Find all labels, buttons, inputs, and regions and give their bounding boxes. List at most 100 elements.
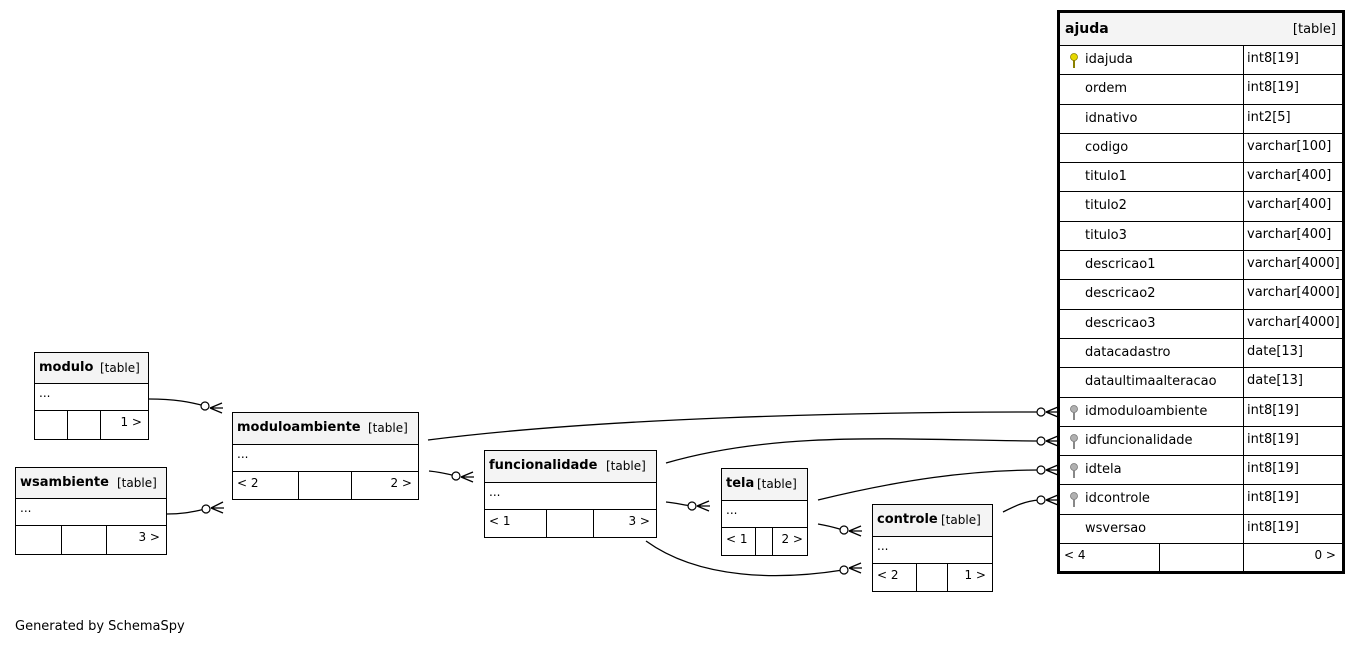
edge-crowfoot-marker — [1045, 464, 1059, 476]
column-type-cell: varchar[100] — [1244, 134, 1342, 162]
table-header[interactable]: ajuda [table] — [1060, 13, 1342, 46]
table-kind: [table] — [757, 477, 797, 491]
column-name-cell: idmoduloambiente — [1060, 397, 1244, 426]
child-count-label: 2 > — [781, 532, 803, 546]
column-type-cell: varchar[400] — [1244, 222, 1342, 250]
column-name: idajuda — [1085, 52, 1133, 67]
table-columns-collapsed: ... — [722, 501, 807, 528]
column-name: ordem — [1085, 81, 1127, 97]
table-name: tela — [726, 476, 755, 491]
column-type-cell: varchar[4000] — [1244, 280, 1342, 308]
child-count-label: 1 > — [964, 568, 986, 582]
column-name-cell: idcontrole — [1060, 485, 1244, 514]
child-count[interactable]: 0 > — [1244, 544, 1342, 571]
table-header[interactable]: moduloambiente [table] — [233, 413, 418, 445]
column-type: int8[19] — [1247, 51, 1299, 66]
edge-controle-ajuda — [1002, 499, 1040, 513]
table-header[interactable]: tela [table] — [722, 469, 807, 501]
column-type: varchar[400] — [1247, 197, 1332, 213]
table-footer: < 1 2 > — [722, 528, 807, 555]
child-count[interactable]: 3 > — [107, 526, 166, 554]
table-header[interactable]: funcionalidade [table] — [485, 451, 656, 483]
edge-wsambiente-moduloambiente — [166, 508, 207, 515]
column-row[interactable]: idfuncionalidade int8[19] — [1060, 426, 1342, 457]
table-header[interactable]: modulo [table] — [35, 353, 148, 384]
edge-crowfoot-marker — [1045, 406, 1059, 418]
column-name-cell: descricao1 — [1060, 251, 1244, 280]
parent-count[interactable]: < 4 — [1060, 544, 1160, 572]
table-name: funcionalidade — [489, 458, 598, 473]
edge-crowfoot-marker — [1045, 435, 1059, 447]
parent-count[interactable]: < 1 — [485, 510, 547, 537]
table-name: modulo — [39, 360, 94, 375]
parent-count[interactable] — [16, 526, 62, 554]
column-type: varchar[400] — [1247, 226, 1332, 242]
column-name-cell: codigo — [1060, 133, 1244, 163]
child-count[interactable]: 3 > — [594, 510, 656, 537]
column-type-cell: int8[19] — [1244, 427, 1342, 455]
edge-crowfoot-marker — [848, 525, 862, 537]
column-type: date[13] — [1247, 373, 1303, 389]
table-footer: 1 > — [35, 411, 148, 439]
table-kind: [table] — [100, 361, 140, 375]
edge-crowfoot-marker — [848, 562, 862, 574]
table-controle[interactable]: controle [table] ... < 2 1 > — [872, 504, 993, 592]
column-row[interactable]: idajuda int8[19] — [1060, 46, 1342, 76]
parent-count-label: < 2 — [237, 476, 259, 490]
generator-credit: Generated by SchemaSpy — [15, 619, 185, 634]
table-moduloambiente[interactable]: moduloambiente [table] ... < 2 2 > — [232, 412, 419, 500]
table-kind: [table] — [368, 421, 408, 435]
edge-optional-marker — [1036, 495, 1046, 505]
child-count[interactable]: 2 > — [773, 528, 807, 555]
edge-crowfoot-marker — [1045, 494, 1059, 506]
column-name-cell: titulo1 — [1060, 163, 1244, 192]
table-modulo[interactable]: modulo [table] ... 1 > — [34, 352, 149, 440]
edge-optional-marker — [1036, 436, 1046, 446]
column-name-cell: idajuda — [1060, 46, 1244, 75]
table-columns-collapsed: ... — [485, 483, 656, 510]
edge-modulo-moduloambiente — [148, 398, 206, 407]
child-count[interactable]: 2 > — [352, 472, 418, 499]
ellipsis: ... — [39, 386, 51, 400]
table-funcionalidade[interactable]: funcionalidade [table] ... < 1 3 > — [484, 450, 657, 538]
column-type: varchar[4000] — [1247, 285, 1340, 301]
footer-spacer — [756, 528, 773, 555]
parent-count[interactable] — [35, 411, 68, 439]
edge-funcionalidade-ajuda — [665, 438, 1040, 464]
table-header[interactable]: wsambiente [table] — [16, 468, 166, 499]
child-count[interactable]: 1 > — [948, 564, 992, 591]
column-name-cell: wsversao — [1060, 514, 1244, 544]
child-count[interactable]: 1 > — [101, 411, 148, 439]
parent-count[interactable]: < 1 — [722, 528, 756, 555]
parent-count[interactable]: < 2 — [873, 564, 917, 591]
column-name: idfuncionalidade — [1085, 432, 1193, 448]
column-name-cell: ordem — [1060, 75, 1244, 104]
foreign-key-icon — [1070, 463, 1078, 479]
column-name-cell: titulo2 — [1060, 192, 1244, 221]
column-type: varchar[400] — [1247, 168, 1332, 184]
table-columns-collapsed: ... — [873, 537, 992, 564]
table-header[interactable]: controle [table] — [873, 505, 992, 537]
column-type: varchar[100] — [1247, 138, 1332, 154]
table-name: ajuda — [1065, 21, 1109, 37]
table-wsambiente[interactable]: wsambiente [table] ... 3 > — [15, 467, 167, 555]
table-tela[interactable]: tela [table] ... < 1 2 > — [721, 468, 808, 556]
parent-count[interactable]: < 2 — [233, 472, 299, 499]
